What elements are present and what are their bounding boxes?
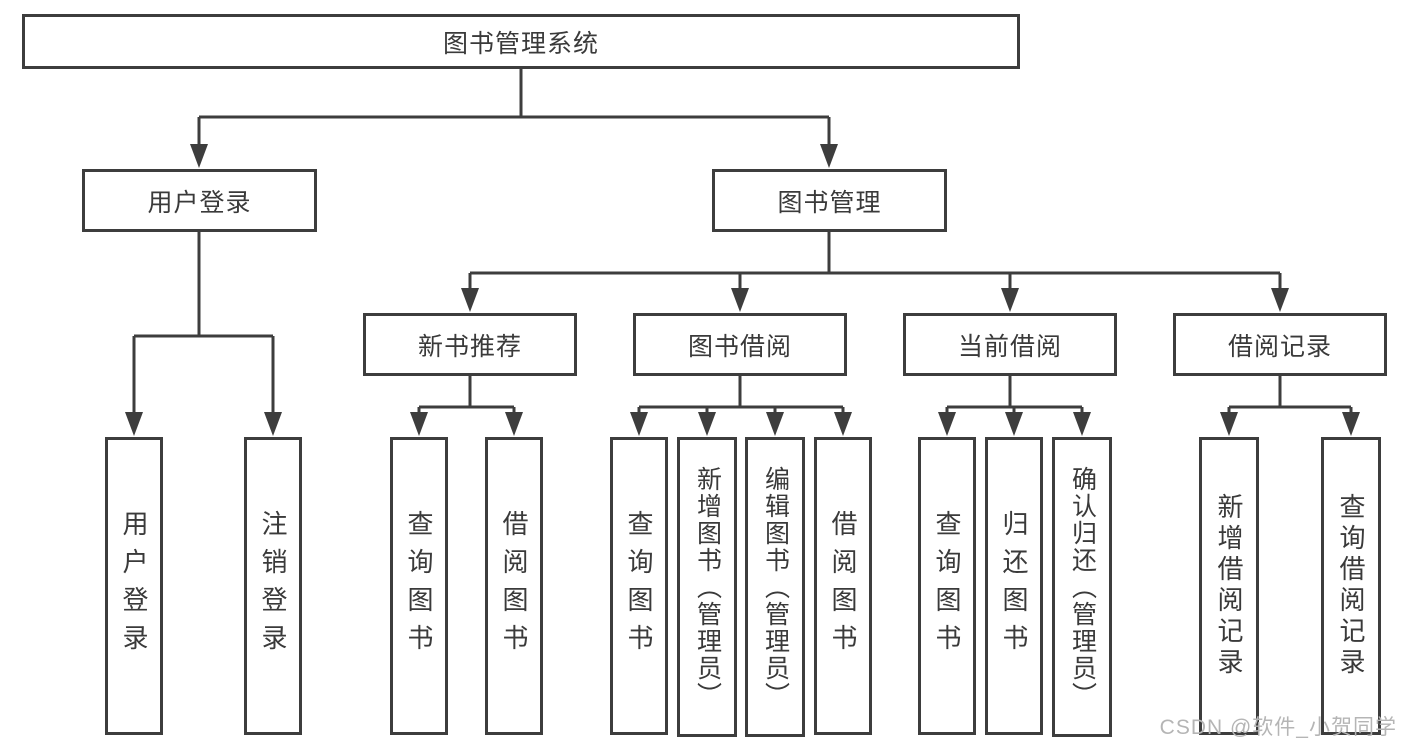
leaf-edit-book-admin: 编辑图书（管理员）: [745, 437, 805, 737]
node-label: 图书管理系统: [442, 29, 599, 58]
node-label: 查询借阅记录: [1336, 493, 1366, 679]
leaf-return-book: 归还图书: [985, 437, 1043, 735]
leaf-query-books-3: 查询图书: [918, 437, 976, 735]
node-label: 借阅图书: [499, 510, 529, 662]
node-new-book-recommend: 新书推荐: [363, 313, 577, 376]
node-label: 当前借阅: [957, 332, 1062, 361]
node-label: 图书借阅: [687, 332, 792, 361]
node-label: 确认归还（管理员）: [1068, 465, 1097, 709]
leaf-logout: 注销登录: [244, 437, 302, 735]
node-label: 用户登录: [119, 510, 149, 662]
leaf-query-borrow-record: 查询借阅记录: [1321, 437, 1381, 735]
node-book-management: 图书管理: [712, 169, 947, 232]
node-library-management-system: 图书管理系统: [22, 14, 1020, 69]
node-borrow-records: 借阅记录: [1173, 313, 1387, 376]
node-label: 注销登录: [258, 510, 288, 662]
node-label: 查询图书: [404, 510, 434, 662]
node-current-borrow: 当前借阅: [903, 313, 1117, 376]
node-label: 查询图书: [624, 510, 654, 662]
leaf-borrow-books-1: 借阅图书: [485, 437, 543, 735]
arrowheads: [125, 144, 1360, 436]
leaf-query-books-2: 查询图书: [610, 437, 668, 735]
leaf-query-books-1: 查询图书: [390, 437, 448, 735]
node-label: 新增图书（管理员）: [693, 465, 722, 709]
leaf-borrow-books-2: 借阅图书: [814, 437, 872, 735]
leaf-user-login: 用户登录: [105, 437, 163, 735]
node-user-login-group: 用户登录: [82, 169, 317, 232]
node-book-borrow: 图书借阅: [633, 313, 847, 376]
node-label: 借阅图书: [828, 510, 858, 662]
leaf-confirm-return-admin: 确认归还（管理员）: [1052, 437, 1112, 737]
node-label: 借阅记录: [1227, 332, 1332, 361]
node-label: 新增借阅记录: [1214, 493, 1244, 679]
leaf-add-borrow-record: 新增借阅记录: [1199, 437, 1259, 735]
node-label: 用户登录: [147, 188, 252, 217]
node-label: 图书管理: [777, 188, 882, 217]
node-label: 查询图书: [932, 510, 962, 662]
node-label: 编辑图书（管理员）: [761, 465, 790, 709]
node-label: 新书推荐: [417, 332, 522, 361]
leaf-add-book-admin: 新增图书（管理员）: [677, 437, 737, 737]
node-label: 归还图书: [999, 510, 1029, 662]
